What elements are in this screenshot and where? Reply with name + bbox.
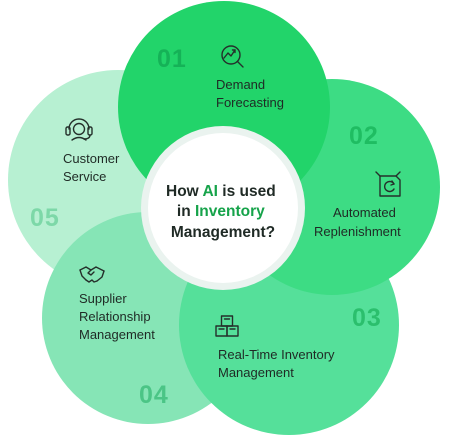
segment-number: 03 [352,304,382,332]
segment-label: Supplier Relationship Management [79,291,155,342]
trend-magnifier-icon [221,45,244,68]
headset-icon [65,118,93,141]
segment-number: 05 [30,204,60,232]
stacked-boxes-icon [215,315,239,337]
segment-label: Automated Replenishment [314,205,401,239]
segment-number: 04 [139,381,169,409]
segment-label: Real-Time Inventory Management [218,347,338,380]
segment-label: Demand Forecasting [216,77,284,110]
refresh-box-icon [375,171,401,197]
center-question: How AI is used in Inventory Management? [141,126,305,290]
segment-number: 01 [157,45,187,73]
center-title: How AI is used in Inventory Management? [166,183,280,241]
segment-number: 02 [349,122,379,150]
handshake-icon [79,266,105,283]
center-circle [148,133,298,283]
segment-label: Customer Service [63,151,123,184]
